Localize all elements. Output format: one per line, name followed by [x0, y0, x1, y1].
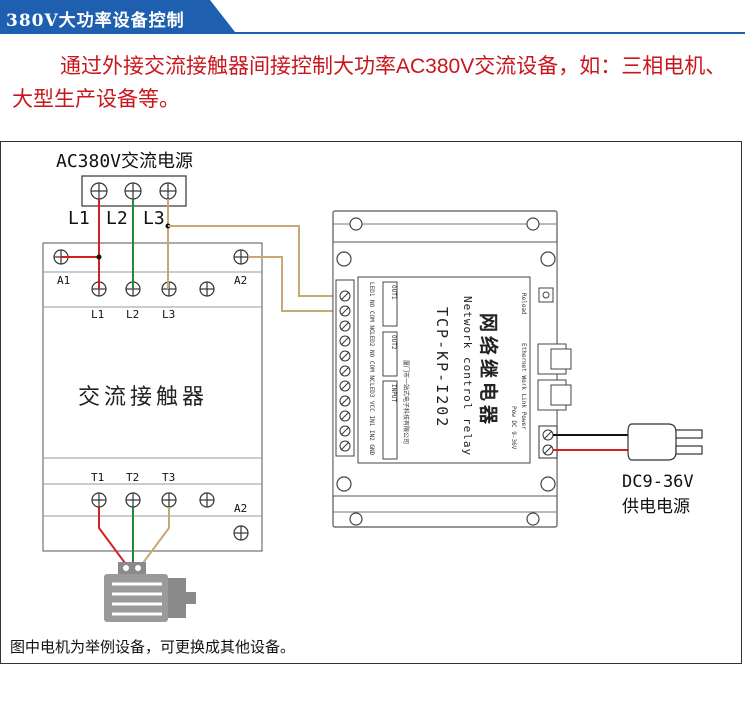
relay-output-label-1: OUT1 [390, 285, 397, 300]
contactor-a1-label: A1 [57, 274, 70, 287]
phase-label-l1: L1 [68, 208, 90, 229]
ac-source-terminals [90, 182, 177, 200]
relay-en-name: Network control relay [461, 296, 474, 456]
wire-t3-tan [139, 507, 170, 568]
relay-output-label-3: INPUT [390, 384, 397, 402]
ac-source-label: AC380V交流电源 [56, 151, 193, 172]
dc-plug-icon [627, 423, 703, 461]
contactor-input-l1: L1 [91, 308, 104, 321]
contactor-a2-top-label: A2 [234, 274, 247, 287]
dc-supply-voltage: DC9-36V [622, 472, 694, 492]
relay-right-label-reload: Reload [520, 293, 527, 315]
diagram-caption: 图中电机为举例设备，可更换成其他设备。 [10, 638, 296, 656]
relay-output-label-2: OUT2 [390, 335, 397, 350]
relay-reload-button-icon [538, 287, 554, 303]
wire-l3-to-relay [168, 225, 343, 297]
diagram-frame [0, 141, 742, 664]
contactor-label: 交流接触器 [78, 385, 208, 410]
relay-cn-name: 网络继电器 [477, 313, 500, 428]
dc-supply-label: 供电电源 [622, 497, 690, 517]
wire-a2-to-relay [248, 256, 343, 312]
header-tab [0, 0, 235, 32]
contactor-output-t1: T1 [91, 471, 104, 484]
ethernet-port-icon [537, 343, 572, 411]
contactor-terminals-bottom [91, 492, 249, 541]
relay-right-label-power: Pow DC 9-36V [510, 406, 517, 450]
contactor-output-t3: T3 [162, 471, 175, 484]
header-title: 380V大功率设备控制 [6, 11, 185, 31]
relay-label-panel [357, 276, 531, 464]
relay-left-label-2: LED2 NO COM NC [368, 332, 375, 383]
contactor-a2-bottom-label: A2 [234, 502, 247, 515]
contactor-terminals-top [53, 249, 249, 297]
relay-company-label: 厦门市一站式电子科技有限公司 [402, 360, 410, 444]
relay-power-terminals [538, 425, 558, 459]
wire-t1-red [98, 507, 129, 568]
header-bar: 380V大功率设备控制 [0, 0, 745, 34]
contactor-body [42, 242, 263, 552]
header-underline [0, 32, 745, 34]
relay-left-terminals [339, 290, 351, 452]
motor-icon [104, 562, 196, 622]
contactor-input-l2: L2 [126, 308, 139, 321]
contactor-output-t2: T2 [126, 471, 139, 484]
relay-right-label-status: Ethernet Work Link Power [520, 343, 527, 430]
phase-label-l2: L2 [106, 208, 128, 229]
relay-left-label-3: LED3 VCC IN1 IN2 GND [368, 383, 375, 456]
contactor-input-l3: L3 [162, 308, 175, 321]
intro-text: 通过外接交流接触器间接控制大功率AC380V交流设备，如：三相电机、大型生产设备… [12, 55, 727, 111]
relay-model-label: TCP-KP-I202 [433, 307, 451, 428]
phase-label-l3: L3 [143, 208, 165, 229]
relay-left-label-1: LED1 NO COM NC [368, 282, 375, 333]
